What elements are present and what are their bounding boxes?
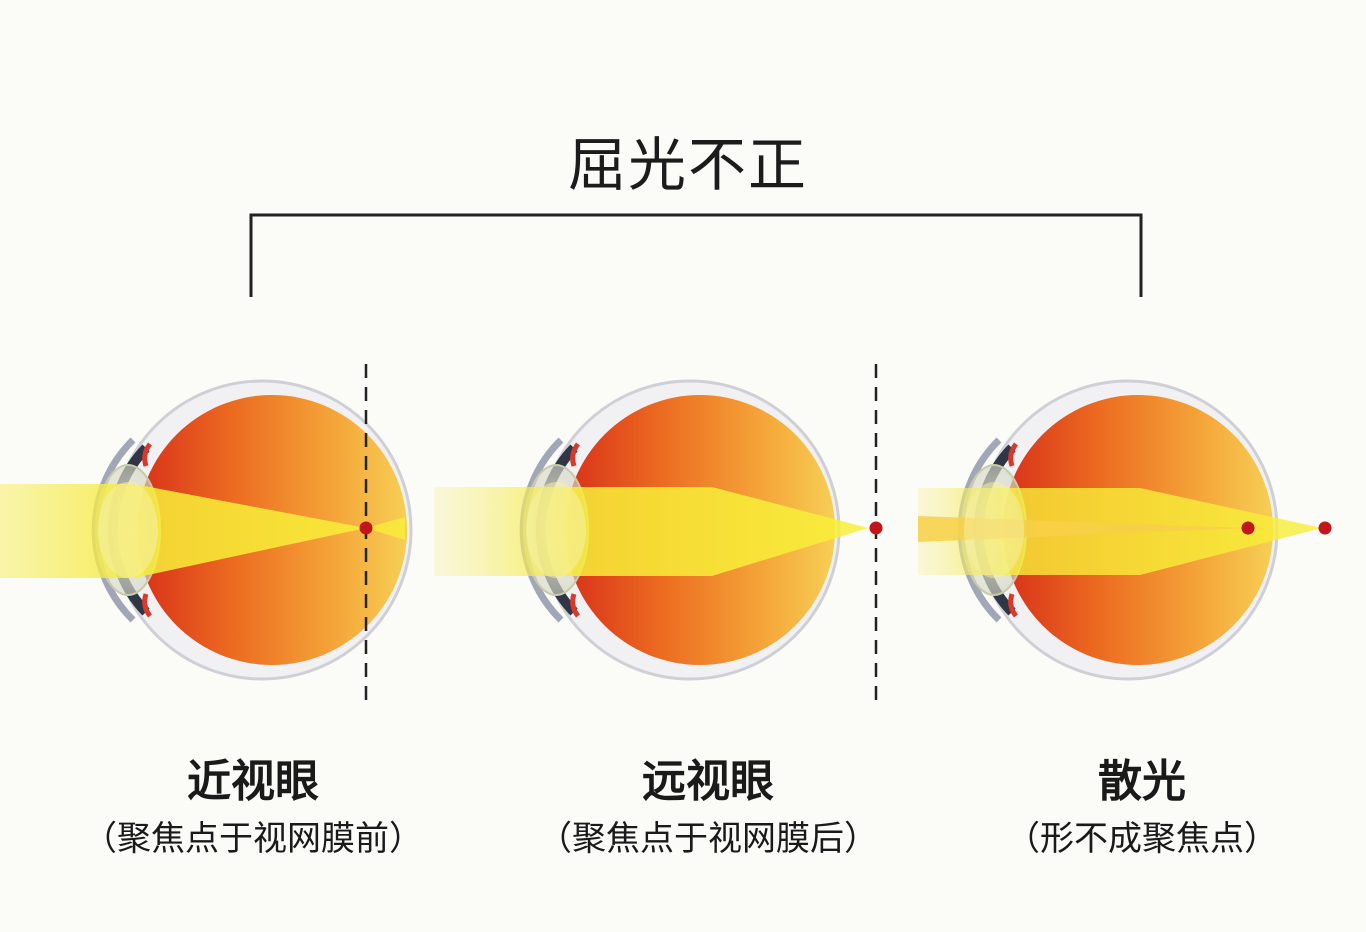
caption-astigmatism: 散光 （形不成聚焦点） bbox=[932, 756, 1352, 862]
caption-myopia-title: 近视眼 bbox=[187, 756, 319, 807]
caption-hyperopia: 远视眼 （聚焦点于视网膜后） bbox=[498, 756, 918, 862]
caption-hyperopia-note: （聚焦点于视网膜后） bbox=[538, 819, 878, 859]
focal-point-astigmatism-inner bbox=[1241, 521, 1255, 535]
caption-myopia-note: （聚焦点于视网膜前） bbox=[83, 819, 423, 859]
light-beam-astigmatism bbox=[918, 482, 1322, 578]
light-beam-myopia bbox=[0, 482, 405, 578]
page-title: 屈光不正 bbox=[567, 131, 808, 199]
caption-astigmatism-title: 散光 bbox=[1098, 756, 1186, 807]
bracket bbox=[249, 213, 1143, 297]
caption-myopia: 近视眼 （聚焦点于视网膜前） bbox=[43, 756, 463, 862]
caption-astigmatism-note: （形不成聚焦点） bbox=[1006, 819, 1278, 859]
focal-point-astigmatism-outer bbox=[1318, 521, 1332, 535]
caption-hyperopia-title: 远视眼 bbox=[642, 756, 774, 807]
focal-point-hyperopia bbox=[869, 521, 883, 535]
light-beam-hyperopia bbox=[434, 482, 868, 578]
focal-point-myopia bbox=[359, 521, 373, 535]
